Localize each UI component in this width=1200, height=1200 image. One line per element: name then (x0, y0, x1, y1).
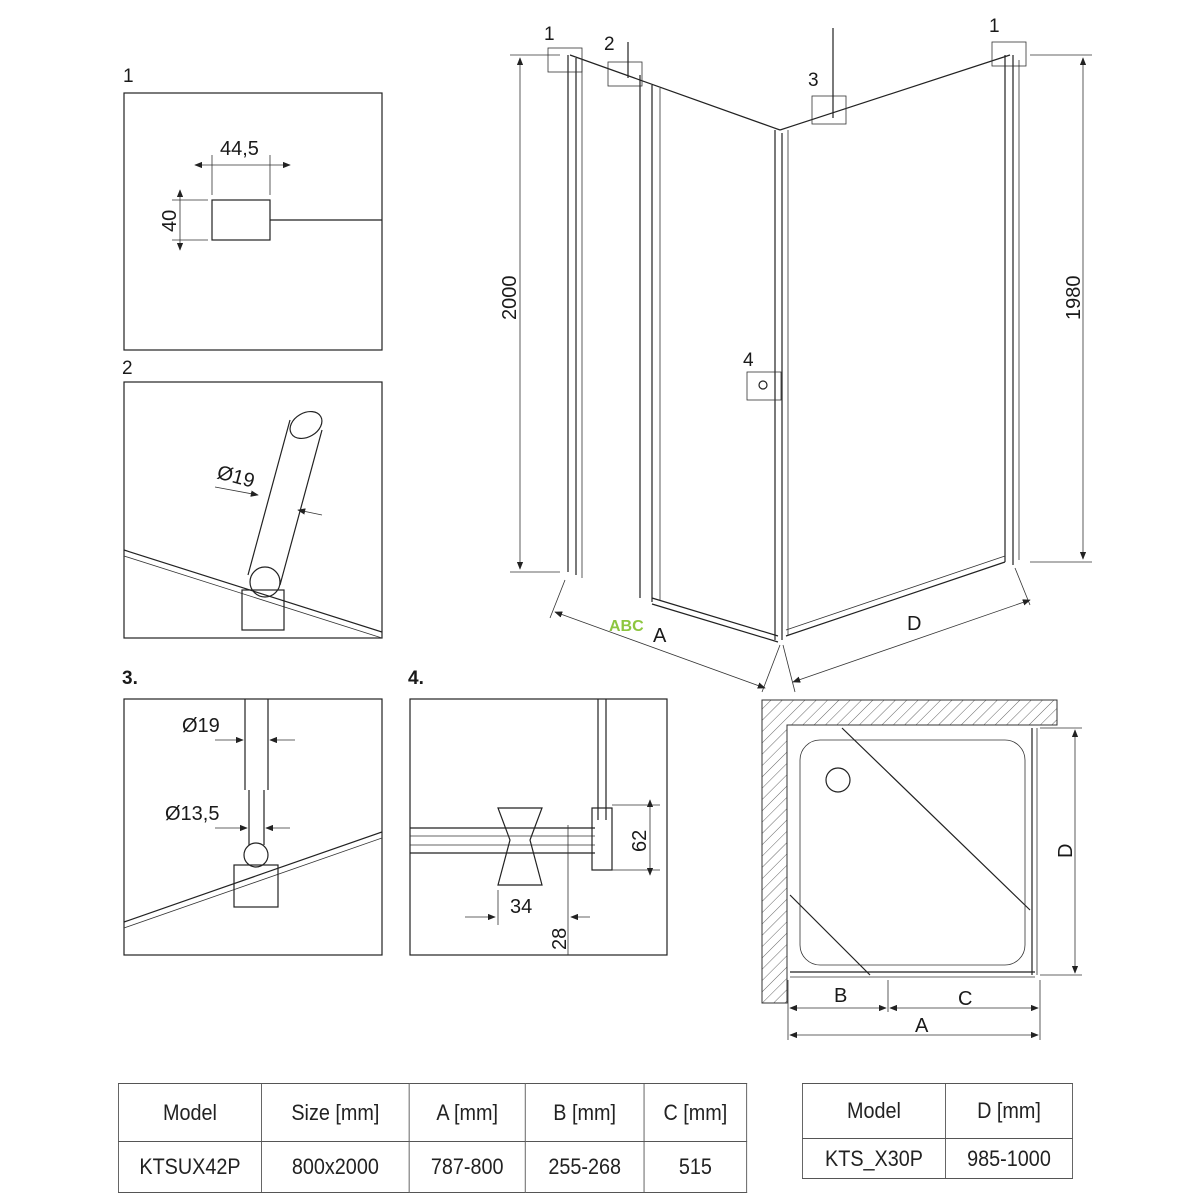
callout-4: 4 (743, 350, 754, 371)
plan-dim-d: D (1055, 844, 1077, 858)
dim-28: 28 (549, 928, 571, 950)
wall-bracket (211, 199, 271, 241)
callout-1-right: 1 (989, 16, 1000, 37)
cell-b: 255-268 (524, 1141, 645, 1193)
cell-size: 800x2000 (261, 1141, 410, 1193)
door-knob (497, 807, 543, 886)
dim-62: 62 (629, 830, 651, 852)
plan-view: D B C A (761, 699, 1082, 1040)
callout-box-4 (746, 371, 782, 401)
detail-2-panel: 2 Ø19 (122, 358, 383, 639)
drain-icon (825, 767, 851, 793)
callout-1: 1 (544, 24, 555, 45)
header-size: Size [mm] (261, 1083, 410, 1142)
cell-model-side: KTS_X30P (802, 1138, 946, 1179)
spec-table-side: Model D [mm] KTS_X30P 985-1000 (802, 1083, 1073, 1179)
dim-44-5: 44,5 (220, 138, 259, 160)
dim-40: 40 (159, 210, 181, 232)
dim-2000: 2000 (499, 276, 521, 321)
callout-box-2 (607, 61, 643, 87)
dim-34: 34 (510, 896, 532, 918)
cell-c: 515 (643, 1141, 748, 1193)
detail-1-label: 1 (123, 66, 134, 87)
callout-box-1b (991, 41, 1027, 67)
cell-d: 985-1000 (945, 1138, 1073, 1179)
shower-tray (799, 739, 1026, 966)
callout-3: 3 (808, 70, 819, 91)
watermark-logo: ABC (609, 618, 644, 635)
dim-d-main: D (907, 613, 921, 635)
detail-2-label: 2 (122, 358, 133, 379)
plan-dim-a: A (915, 1015, 929, 1037)
spec-table-main: Model Size [mm] A [mm] B [mm] C [mm] KTS… (117, 1083, 748, 1193)
callout-box-1 (547, 47, 583, 73)
callout-box-3 (811, 95, 847, 125)
dim-a-main: A (653, 625, 667, 647)
detail-4-label: 4. (408, 668, 424, 689)
cell-model: KTSUX42P (117, 1141, 262, 1193)
cell-a: 787-800 (408, 1141, 526, 1193)
header-c: C [mm] (643, 1083, 748, 1142)
header-b: B [mm] (524, 1083, 645, 1142)
header-model: Model (117, 1083, 262, 1142)
header-d: D [mm] (945, 1083, 1073, 1139)
detail-3-panel: 3. Ø19 Ø13,5 (122, 668, 383, 956)
glass-clamp (233, 864, 279, 908)
header-a: A [mm] (408, 1083, 526, 1142)
detail-4-panel: 4. 62 34 28 (408, 668, 668, 956)
detail-3-label: 3. (122, 668, 138, 689)
callout-2: 2 (604, 34, 615, 55)
main-perspective-view: 1 2 3 1 4 2000 1980 A D ABC (499, 16, 1092, 693)
dim-d13-5: Ø13,5 (165, 803, 219, 825)
header-model-side: Model (802, 1083, 946, 1139)
dim-1980: 1980 (1063, 276, 1085, 321)
plan-dim-c: C (958, 988, 972, 1010)
detail-1-panel: 1 44,5 40 (123, 66, 383, 351)
plan-dim-b: B (834, 985, 847, 1007)
dim-d19-rod: Ø19 (182, 715, 220, 737)
glass-clamp (241, 589, 285, 631)
